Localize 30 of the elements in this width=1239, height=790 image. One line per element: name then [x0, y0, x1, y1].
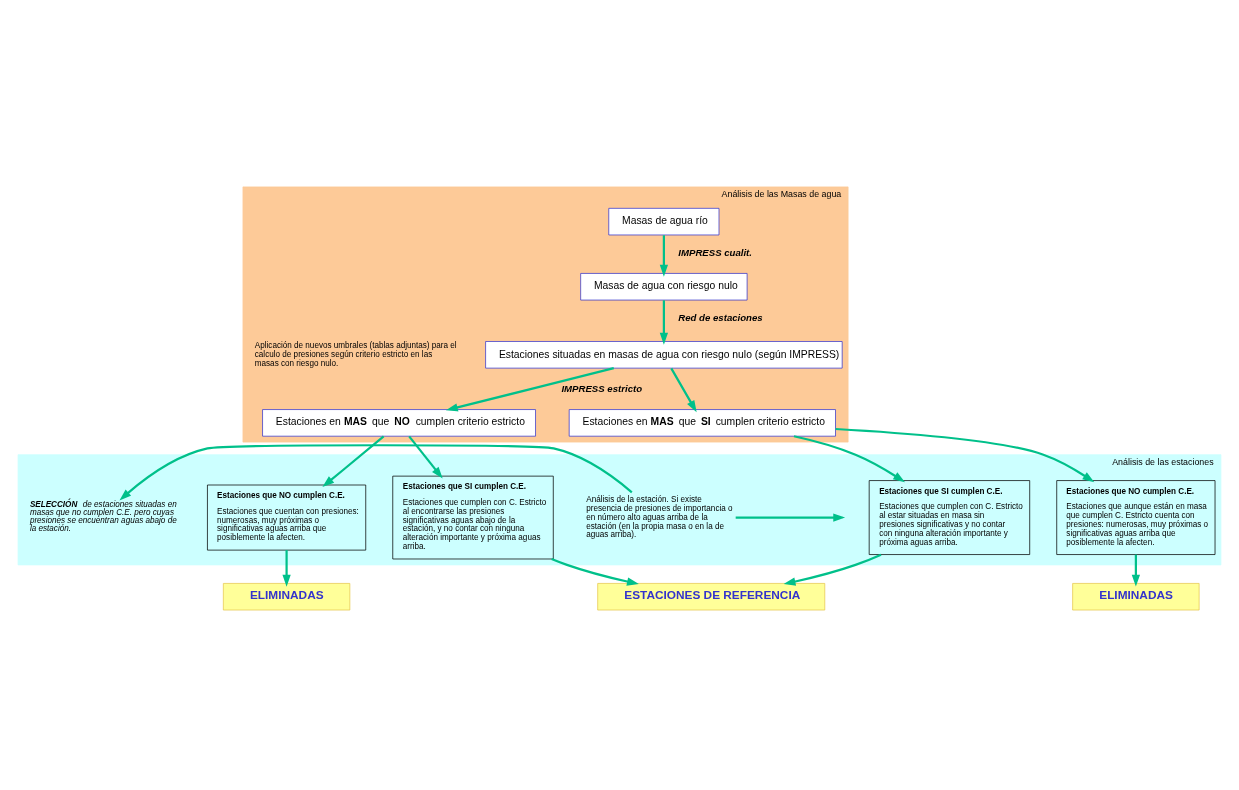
edge-label: IMPRESS cualit. [678, 246, 753, 258]
node-box: ELIMINADAS [1072, 582, 1200, 610]
node-box: Estaciones en MAS que SI cumplen criterio estricto [568, 408, 836, 437]
node-text: SELECCIÓN de estaciones situadas en masas que no cumplen C.E. pero cuyas presiones se encuentran aguas abajo de la estación. [29, 499, 177, 533]
edge-label: Red de estaciones [678, 311, 763, 323]
node-box: Masas de agua con riesgo nulo [580, 272, 748, 300]
node-box: Estaciones en MAS que NO cumplen criterio estricto [262, 408, 536, 437]
label: Aplicación de nuevos umbrales (tablas adjuntas) para el calculo de presiones según criterio estricto en las masas con riesgo nulo. [254, 340, 457, 368]
arrow [282, 549, 291, 587]
node-box: ESTACIONES DE REFERENCIA [597, 582, 826, 610]
node-box: ELIMINADAS [222, 582, 351, 610]
arrow [1131, 554, 1141, 587]
arrow [670, 367, 697, 412]
node-box: Masas de agua río [608, 207, 720, 235]
arrow [551, 557, 639, 586]
node-box: Estaciones que NO cumplen C.E. Estaciones que aunque están en masa que cumplen C. Estricto cuenta con presiones: numerosas, muy próximas o significativas aguas arriba que posiblemente la afecten. [1056, 479, 1216, 555]
arrow [659, 299, 669, 345]
arrow [119, 443, 633, 500]
node-text: Análisis de la estación. Si existe presencia de presiones de importancia o en número alto aguas arriba de la estación (en la propia masa o en la de aguas arriba). [586, 494, 733, 539]
node-box: Estaciones que SI cumplen C.E. Estaciones que cumplen con C. Estricto al estar situadas en masa sin presiones significativas y no contar con ninguna alteración importante y próxima aguas arriba. [868, 479, 1031, 555]
arrow [445, 366, 615, 411]
node-box: Estaciones que SI cumplen C.E. Estaciones que cumplen con C. Estricto al encontrarse las presiones significativas aguas abajo de la estación, y no contar con ninguna alteración importante y próxima aguas arriba. [392, 475, 554, 559]
node-box: Estaciones situadas en masas de agua con riesgo nulo (según IMPRESS) [485, 340, 843, 368]
arrow [835, 427, 1095, 482]
arrow [408, 435, 443, 479]
edge-label: IMPRESS estricto [561, 382, 643, 394]
node-box: Estaciones que NO cumplen C.E. Estaciones que cuentan con presiones: numerosas, muy próximas o significativas aguas arriba que posiblemente la afecten. [207, 484, 367, 550]
arrow [659, 234, 669, 277]
arrow [322, 435, 385, 487]
arrow [783, 553, 882, 586]
